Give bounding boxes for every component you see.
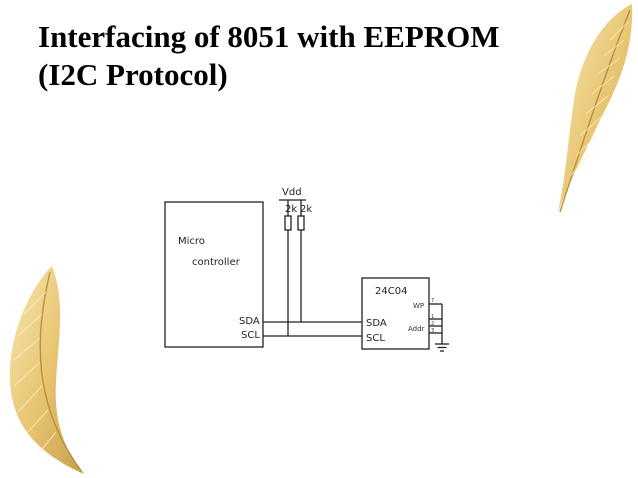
pin-7-label: 7: [431, 298, 434, 304]
pullup-resistor-2-label: 2k: [300, 204, 312, 215]
eeprom-sda-pin-label: SDA: [366, 318, 387, 329]
microcontroller-block: [164, 201, 264, 348]
eeprom-wp-pin-label: WP: [413, 302, 424, 310]
slide-title-line-2: (I2C Protocol): [38, 57, 228, 92]
microcontroller-label-line-2: controller: [192, 257, 241, 268]
pullup-resistor-1-label: 2k: [285, 204, 297, 215]
feather-bottom-left-decoration: [9, 266, 84, 474]
mcu-scl-pin-label: SCL: [241, 330, 260, 341]
slide-title: Interfacing of 8051 with EEPROM (I2C Pro…: [38, 18, 578, 94]
eeprom-part-label: 24C04: [375, 286, 407, 297]
eeprom-scl-pin-label: SCL: [366, 333, 385, 344]
pin-2-label: 2: [431, 321, 434, 327]
feather-top-right-decoration: [558, 4, 633, 213]
vdd-label: Vdd: [282, 187, 302, 198]
pin-1-label: 1: [431, 314, 434, 320]
mcu-sda-pin-label: SDA: [239, 316, 260, 327]
pin-3-label: 3: [431, 328, 434, 334]
microcontroller-label-line-1: Micro: [178, 236, 205, 247]
eeprom-24c04-block: [361, 277, 430, 350]
slide-title-line-1: Interfacing of 8051 with EEPROM: [38, 19, 500, 54]
pullup-resistor-1: [284, 215, 292, 231]
ground-symbol-icon: [435, 343, 449, 352]
eeprom-addr-pin-label: Addr: [408, 325, 425, 333]
pullup-resistor-2: [297, 215, 305, 231]
